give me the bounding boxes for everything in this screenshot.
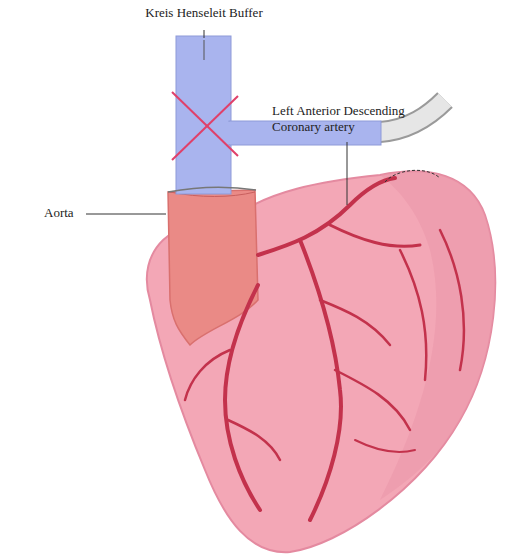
- label-text: Left Anterior Descending Coronary artery: [272, 103, 442, 135]
- leader-line: [347, 142, 348, 205]
- label-text: Aorta: [44, 205, 74, 221]
- coronary-vessels: [185, 178, 464, 520]
- leader-line: [204, 30, 205, 38]
- clamp-cross: [172, 92, 238, 160]
- label-text: Kreis Henseleit Buffer: [145, 5, 262, 21]
- leader-line: [86, 214, 166, 215]
- cannula: [176, 36, 231, 194]
- heart-shading: [380, 171, 495, 500]
- heart-outline: [147, 171, 495, 552]
- aorta: [168, 190, 258, 345]
